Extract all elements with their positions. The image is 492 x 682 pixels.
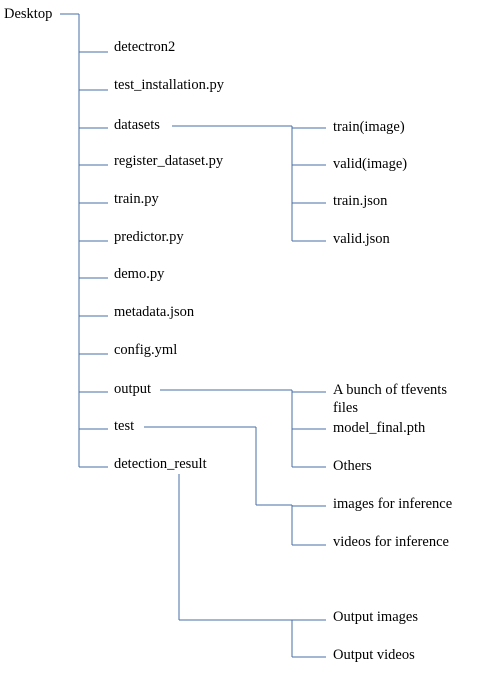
item-datasets: datasets — [114, 117, 160, 133]
item-output-images: Output images — [333, 609, 418, 625]
item-output: output — [114, 381, 152, 397]
item-register-dataset: register_dataset.py — [114, 153, 224, 169]
item-detection-result: detection_result — [114, 456, 207, 472]
item-demo: demo.py — [114, 266, 165, 282]
item-detectron2: detectron2 — [114, 39, 176, 55]
root-label: Desktop — [4, 6, 53, 22]
item-train-json: train.json — [333, 193, 388, 209]
item-output-videos: Output videos — [333, 647, 415, 663]
item-valid-image: valid(image) — [333, 156, 408, 172]
item-metadata: metadata.json — [114, 304, 195, 320]
item-model-final: model_final.pth — [333, 420, 426, 436]
item-config: config.yml — [114, 342, 178, 358]
item-tfevents-line1: A bunch of tfevents — [333, 382, 447, 398]
item-images-inference: images for inference — [333, 496, 453, 512]
item-others: Others — [333, 458, 372, 474]
item-train: train.py — [114, 191, 159, 207]
item-videos-inference: videos for inference — [333, 534, 449, 550]
item-train-image: train(image) — [333, 119, 405, 135]
item-test: test — [114, 418, 135, 434]
item-predictor: predictor.py — [114, 229, 184, 245]
item-valid-json: valid.json — [333, 231, 390, 247]
item-tfevents-line2: files — [333, 400, 358, 416]
item-test-installation: test_installation.py — [114, 77, 224, 93]
